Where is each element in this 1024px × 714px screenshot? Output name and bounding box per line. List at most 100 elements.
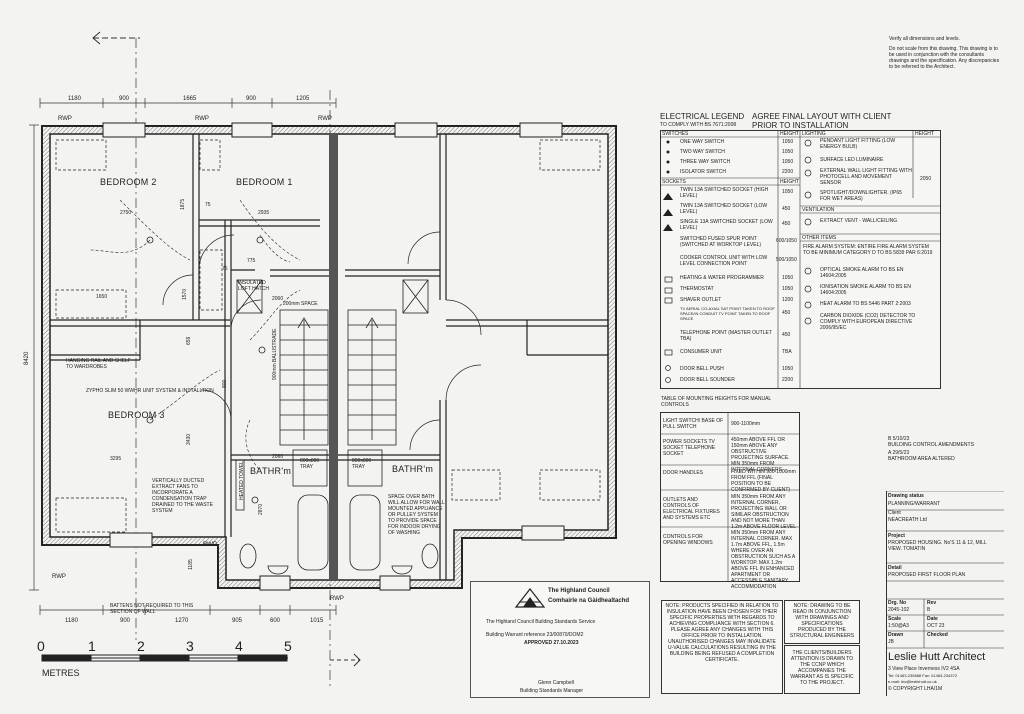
other-fire-alarm: FIRE ALARM SYSTEM: ENTIRE FIRE ALARM SYS…	[803, 244, 933, 256]
stamp-name: Glenn Campbell	[538, 680, 574, 686]
rwp-5: RWP	[203, 542, 217, 548]
light-pendant: PENDANT LIGHT FITTING (LOW ENERGY BULB)	[820, 138, 896, 150]
staircase-right	[236, 279, 429, 446]
room-bedroom-2: BEDROOM 2	[100, 177, 157, 187]
socket-5: HEATING & WATER PROGRAMMER	[680, 275, 764, 281]
mount-item-1: POWER SOCKETS TV SOCKET TELEPHONE SOCKET	[663, 439, 716, 457]
rev-a: A 29/5/23	[888, 450, 910, 456]
verify-note: Verify all dimensions and levels.	[889, 36, 960, 42]
switch-two-way: TWO WAY SWITCH	[680, 149, 725, 155]
switch-isolator-h: 2200	[782, 169, 794, 175]
mounting-table	[660, 412, 800, 582]
drawing-note: NOTE: DRAWING TO BE READ IN CONJUNCTION …	[789, 603, 855, 639]
scale-tick-3: 3	[186, 638, 194, 654]
switch-isolator: ISOLATOR SWITCH	[680, 169, 726, 175]
mount-item-4: CONTROLS FOR OPENING WINDOWS	[663, 534, 713, 546]
dim-left: 8420	[24, 351, 30, 365]
dim-inner-11: 2060	[272, 454, 283, 460]
other-co2: CARBON DIOXIDE (CO2) DETECTOR TO COMPLY …	[820, 313, 916, 331]
legend-col-sockets: SOCKETS	[662, 179, 686, 185]
space-200-label: 200mm SPACE	[283, 301, 318, 307]
mount-val-1: 450mm ABOVE FFL OR 150mm ABOVE ANY OBSTR…	[731, 437, 790, 473]
scale-tick-2: 2	[137, 638, 145, 654]
project-label: Project	[888, 533, 905, 539]
socket-6-h: 1050	[782, 286, 794, 292]
status-label: Drawing status	[888, 493, 924, 499]
rwp-2: RWP	[195, 116, 209, 122]
room-bath-left: BATHR'm	[250, 466, 292, 476]
light-external-h: 2050	[920, 176, 932, 182]
dim-top-3: 1665	[183, 96, 197, 102]
dim-inner-4: 1875	[180, 199, 186, 210]
mounting-title: TABLE OF MOUNTING HEIGHTS FOR MANUAL CON…	[661, 396, 772, 408]
highland-council-logo	[514, 588, 546, 608]
dim-inner-8: 800	[222, 379, 228, 388]
socket-1: TWIN 13A SWITCHED SOCKET (LOW LEVEL)	[680, 203, 768, 215]
ducted-fans-label: VERTICALLY DUCTED EXTRACT FANS TO INCORP…	[152, 478, 213, 514]
socket-8-h: 450	[782, 310, 791, 316]
tray-right-label: 800x800 TRAY	[352, 458, 372, 470]
zypho-label: ZYPHO SLIM 50 WWHR UNIT SYSTEM & INSTALL…	[86, 388, 214, 394]
room-bedroom-3: BEDROOM 3	[108, 410, 165, 420]
legend-col-switches: SWITCHES	[662, 131, 689, 137]
socket-4: COOKER CONTROL UNIT WITH LOW LEVEL CONNE…	[680, 255, 768, 267]
stamp-role: Building Standards Manager	[520, 688, 584, 694]
dim-inner-7: 659	[186, 336, 192, 345]
socket-11-h: 1050	[782, 366, 794, 372]
legend-col-other: OTHER ITEMS	[802, 235, 837, 241]
socket-3: SWITCHED FUSED SPUR POINT (SWITCHED AT W…	[680, 236, 762, 248]
legend-title: ELECTRICAL LEGEND	[660, 112, 745, 121]
switch-one-way: ONE WAY SWITCH	[680, 139, 725, 145]
firm-address: 3 View Place Inverness IV2 4SA	[888, 666, 960, 672]
dim-top-5: 1205	[296, 96, 310, 102]
socket-7: SHAVER OUTLET	[680, 297, 722, 303]
switch-three-way: THREE WAY SWITCH	[680, 159, 731, 165]
socket-12: DOOR BELL SOUNDER	[680, 377, 735, 383]
drg-no-label: Drg. No	[888, 600, 907, 606]
socket-2: SINGLE 13A SWITCHED SOCKET (LOW LEVEL)	[680, 219, 773, 231]
legend-col-height-3: HEIGHT	[780, 179, 799, 185]
dim-bottom-2: 900	[120, 618, 131, 624]
legend-grid	[660, 130, 940, 388]
socket-5-h: 1050	[782, 275, 794, 281]
status-value: PLANNING/WARRANT	[888, 501, 941, 507]
loft-hatch-label: INSULATED LOFT HATCH	[238, 280, 269, 292]
scale-value: 1:50@A3	[888, 623, 909, 629]
stamp-org-en: The Highland Council	[548, 588, 610, 594]
approval-stamp	[470, 581, 650, 698]
scale-label: Scale	[888, 616, 902, 622]
checked-label: Checked	[927, 632, 948, 638]
dim-inner-16: 1185	[188, 559, 194, 570]
scale-tick-5: 5	[284, 638, 292, 654]
mounting-grid	[660, 412, 800, 582]
mount-val-2: FIXED WITHIN 900-1000mm FROM FFL (FINAL …	[731, 469, 796, 493]
date-label: Date	[927, 616, 938, 622]
stamp-ref: Building Warrant reference 23/00870/DOM2	[486, 632, 584, 638]
drawn-label: Drawn	[888, 632, 904, 638]
title-grid	[886, 491, 1004, 649]
stamp-approved: APPROVED 27.10.2023	[524, 640, 579, 646]
vent-extract: EXTRACT VENT - WALL/CEILING	[820, 218, 898, 224]
dim-inner-1: 2750	[120, 210, 131, 216]
room-bath-right: BATHR'm	[392, 464, 434, 474]
firm-email: e-mail: les@lesliehutt.co.uk	[888, 679, 937, 684]
socket-12-h: 2200	[782, 377, 794, 383]
heated-towel-label: HEATED TOWEL	[239, 461, 245, 500]
floor-plan: 1180 900 1665 900 1205 1180 900 1270 905…	[24, 31, 617, 690]
switch-two-way-h: 1050	[782, 149, 794, 155]
rwp-4: RWP	[52, 574, 66, 580]
other-heat: HEAT ALARM TO BS 5446 PART 2:2003	[820, 301, 911, 307]
socket-8: TV AERIAL CO-AXIAL SAT POINT TAKEN TO RO…	[680, 306, 775, 321]
socket-10-h: TBA	[782, 349, 792, 355]
dim-bottom-5: 600	[270, 618, 281, 624]
drawing-note-box	[784, 600, 860, 644]
mount-item-0: LIGHT SWITCH/ BASE OF PULL SWITCH	[663, 418, 724, 430]
legend-col-height: HEIGHT	[780, 131, 799, 137]
rev-b-desc: BUILDING CONTROL AMENDMENTS	[888, 442, 974, 448]
dim-inner-13: 75	[205, 202, 211, 208]
mount-val-4: MIN 350mm FROM ANY INTERNAL CORNER. MAX …	[731, 530, 795, 590]
client-label: Client	[888, 510, 901, 516]
light-surface: SURFACE LED LUMINAIRE	[820, 157, 884, 163]
mount-val-3: MIN 350mm FROM ANY INTERNAL CORNER, PROJ…	[731, 494, 797, 530]
legend-col-lighting: LIGHTING	[802, 131, 826, 137]
